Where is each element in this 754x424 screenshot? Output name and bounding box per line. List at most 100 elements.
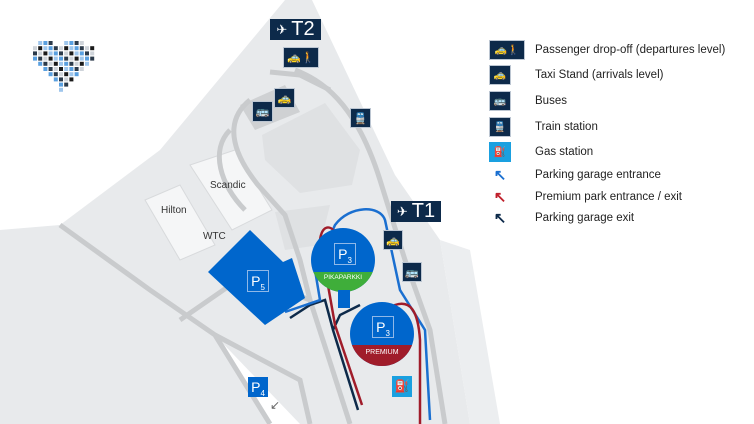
heart-pixel — [69, 41, 74, 45]
p3-premium-sign[interactable]: P3 — [372, 316, 394, 338]
heart-pixel — [53, 46, 58, 51]
roads — [58, 67, 448, 424]
heart-pixel — [59, 77, 63, 82]
legend-item: ↖Premium park entrance / exit — [489, 187, 682, 207]
gas-station-icon: ⛽ — [392, 376, 412, 397]
label-scandic: Scandic — [210, 180, 246, 191]
p4-sign[interactable]: P4 — [248, 377, 268, 398]
legend-item: 🚕🚶Passenger drop-off (departures level) — [489, 40, 725, 60]
heart-pixel — [59, 61, 63, 66]
heart-pixel — [53, 56, 58, 61]
heart-pixel — [69, 72, 74, 77]
arrow-p4-icon: ↙ — [270, 398, 281, 412]
heart-pixel — [64, 82, 69, 87]
heart-pixel — [90, 56, 95, 61]
terminal-label: T1 — [411, 200, 436, 222]
heart-pixel — [48, 67, 53, 71]
heart-pixel — [59, 67, 63, 71]
heart-pixel — [69, 56, 74, 61]
heart-pixel — [43, 56, 48, 61]
building-hilton — [144, 184, 216, 261]
heart-pixel — [79, 61, 84, 66]
bus-icon: 🚌 — [489, 91, 511, 111]
heart-pixel — [43, 41, 48, 45]
p3-pikaparkki-sign[interactable]: P3 — [334, 243, 356, 265]
heart-pixel — [38, 56, 43, 61]
legend-item: ↖Parking garage exit — [489, 208, 634, 228]
heart-pixel — [53, 51, 58, 56]
train-icon: 🚆 — [350, 108, 371, 128]
heart-pixel — [64, 51, 69, 56]
legend-item: ↖Parking garage entrance — [489, 165, 661, 185]
terminal-t1-badge[interactable]: ✈T1 — [391, 200, 441, 222]
heart-pixel — [74, 61, 79, 66]
heart-pixel — [64, 72, 69, 77]
arrow-navy-icon: ↖ — [493, 210, 507, 227]
heart-pixel — [90, 51, 95, 56]
label-hilton: Hilton — [161, 205, 187, 216]
heart-pixel — [53, 67, 58, 71]
pikaparkki-label: PIKAPARKKI — [323, 274, 363, 281]
heart-pixel — [48, 51, 53, 56]
heart-pixel — [85, 61, 89, 66]
heart-pixel — [79, 56, 84, 61]
heart-pixel — [48, 46, 53, 51]
heart-pixel — [74, 72, 79, 77]
heart-pixel — [69, 61, 74, 66]
parking-lot-grid-2 — [275, 205, 330, 250]
heart-pixel — [53, 61, 58, 66]
heart-pixel — [43, 46, 48, 51]
heart-pixel — [69, 51, 74, 56]
heart-pixel — [53, 77, 58, 82]
heart-pixel — [59, 56, 63, 61]
arrow-red-icon: ↖ — [493, 189, 507, 206]
heart-pixel — [64, 46, 69, 51]
taxi-icon: 🚕 — [383, 230, 403, 250]
parking-p3-premium — [350, 302, 414, 366]
drop-off-icon: 🚕🚶 — [283, 47, 319, 68]
heart-pixel — [74, 46, 79, 51]
heart-pixel — [33, 56, 37, 61]
parking-p5-building — [208, 230, 305, 325]
heart-pixel — [59, 72, 63, 77]
legend-item: 🚌Buses — [489, 91, 567, 111]
label-wtc: WTC — [203, 231, 226, 242]
heart-pixel — [69, 67, 74, 71]
heart-pixel — [79, 51, 84, 56]
heart-pixel — [59, 82, 63, 87]
heart-pixel — [33, 51, 37, 56]
gas-station-icon: ⛽ — [489, 142, 511, 162]
airplane-icon: ✈ — [276, 21, 288, 37]
heart-pixel — [79, 67, 84, 71]
premium-label: PREMIUM — [365, 349, 399, 356]
heart-pixel — [74, 41, 79, 45]
heart-pixel — [48, 61, 53, 66]
heart-pixel — [53, 72, 58, 77]
legend-item: 🚆Train station — [489, 117, 598, 137]
heart-pixel — [38, 41, 43, 45]
heart-pixel — [79, 46, 84, 51]
terminal-t2-badge[interactable]: ✈T2 — [270, 18, 321, 40]
heart-pixel — [33, 46, 37, 51]
arrow-blue-icon: ↖ — [493, 167, 507, 184]
heart-pixel — [64, 67, 69, 71]
p5-sign[interactable]: P5 — [247, 270, 269, 292]
heart-pixel — [59, 87, 63, 92]
parking-p3-pikaparkki — [311, 228, 375, 308]
heart-pixel — [43, 51, 48, 56]
airplane-icon: ✈ — [396, 203, 408, 219]
legend-item: 🚕Taxi Stand (arrivals level) — [489, 65, 663, 85]
heart-pixel — [59, 51, 63, 56]
parking-lot-grid — [262, 103, 360, 193]
taxi-icon: 🚕 — [489, 65, 511, 85]
heart-pixel — [74, 51, 79, 56]
heart-pixel — [74, 67, 79, 71]
drop-off-icon: 🚕🚶 — [489, 40, 525, 60]
heart-pixel — [48, 72, 53, 77]
heart-pixel — [85, 46, 89, 51]
heart-pixel — [64, 77, 69, 82]
heart-pixel — [64, 56, 69, 61]
taxi-icon: 🚕 — [274, 88, 295, 108]
heart-pixel — [79, 41, 84, 45]
